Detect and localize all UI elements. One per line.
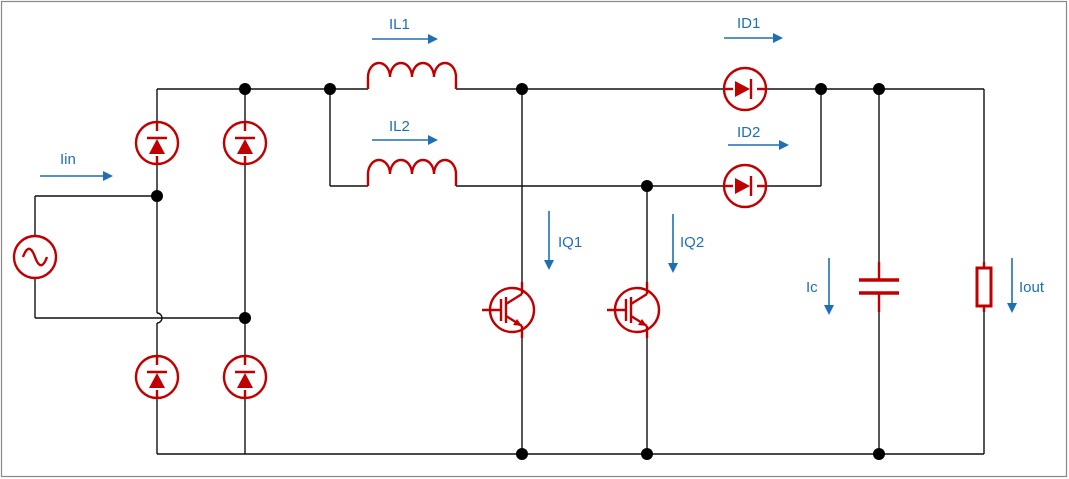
boost-diode-d2-icon [722,163,768,209]
ac-source-icon [12,234,58,280]
current-arrow-iout [1007,258,1017,313]
rectifier-diode-bottom-left [134,354,180,400]
capacitor-icon [859,262,899,312]
current-arrow-id1 [724,33,783,43]
current-arrow-il2 [372,135,438,145]
current-arrow-id2 [728,140,789,150]
boost-diode-d1-icon [722,66,768,112]
label-ic: Ic [806,279,818,296]
current-arrow-il1 [372,34,438,44]
label-iq2: IQ2 [680,234,704,251]
igbt-q2-icon [605,280,661,340]
label-iin: Iin [60,151,76,168]
current-arrow-iq2 [668,214,678,273]
rectifier-diode-top-right [222,120,268,166]
label-iout: Iout [1019,279,1045,296]
label-iq1: IQ1 [558,234,582,251]
current-arrow-ic [824,258,834,315]
current-arrow-iin [40,171,113,181]
label-il2: IL2 [389,118,410,135]
load-resistor-icon [975,262,993,312]
rectifier-diode-top-left [134,120,180,166]
inductor-l2-icon [366,158,458,188]
inductor-l1-icon [366,61,458,91]
junction-nodes [151,83,885,460]
label-il1: IL1 [389,16,410,33]
rectifier-diode-bottom-right [222,354,268,400]
wires [34,88,985,455]
label-id1: ID1 [737,15,760,32]
igbt-q1-icon [480,280,536,340]
label-id2: ID2 [737,124,760,141]
current-arrow-iq1 [544,211,554,270]
